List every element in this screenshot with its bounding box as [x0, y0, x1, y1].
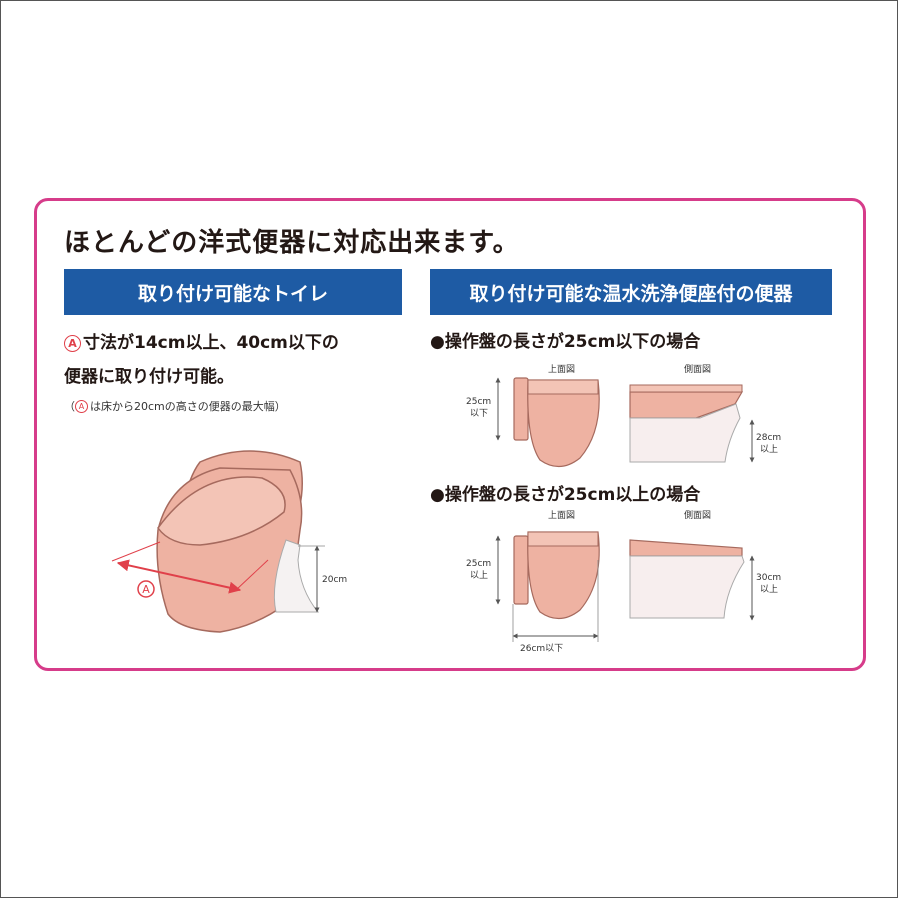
case1-len-sub: 以下 [470, 409, 488, 419]
case1-title: ●操作盤の長さが25cm以下の場合 [430, 332, 701, 352]
case2-height-sub: 以上 [760, 584, 778, 595]
case2-len-label: 25cm [466, 559, 491, 569]
case1-side-view: 側面図 28cm 以上 [629, 363, 781, 463]
height-label-20cm: 20cm [322, 575, 347, 585]
case1-top-view: 上面図 25cm 以下 [466, 364, 600, 468]
width-guide [111, 541, 161, 562]
marker-a-icon: A [64, 335, 81, 352]
case2-len-sub: 以上 [470, 570, 488, 581]
case2-title: ●操作盤の長さが25cm以上の場合 [430, 485, 701, 505]
toilet-lid [157, 476, 286, 546]
control-panel [513, 535, 529, 605]
width-guide [235, 559, 269, 591]
case2-top-view: 上面図 25cm 以上 26cm以下 [466, 510, 600, 654]
case1-height-label: 28cm [756, 433, 781, 443]
headline: ほとんどの洋式便器に対応出来ます。 [64, 228, 520, 258]
control-panel [513, 377, 529, 441]
case2-side-view-label: 側面図 [684, 509, 711, 521]
marker-a-circle [137, 580, 155, 598]
case1-len-label: 25cm [466, 397, 491, 407]
case1-side-view-label: 側面図 [684, 363, 711, 375]
case2-side-view: 側面図 30cm 以上 [629, 509, 781, 621]
banner-left: 取り付け可能なトイレ [64, 269, 402, 315]
seat-tank [527, 379, 599, 395]
left-note-text: は床から20cmの高さの便器の最大幅） [90, 400, 286, 413]
left-line1-text: 寸法が14cm以上、40cm以下の [83, 333, 339, 353]
seat-tank [527, 531, 599, 547]
side-seat [629, 539, 743, 557]
marker-a-label: A [142, 583, 150, 596]
toilet-illustration: A 20cm [111, 450, 347, 633]
case1-height-sub: 以上 [760, 444, 778, 455]
marker-a-small-icon: A [75, 400, 88, 413]
banner-right: 取り付け可能な温水洗浄便座付の便器 [430, 269, 832, 315]
case2-top-view-label: 上面図 [548, 510, 575, 521]
case1-top-view-label: 上面図 [548, 364, 575, 375]
case2-width-label: 26cm以下 [520, 644, 563, 654]
seat-top [527, 379, 600, 468]
side-lid [629, 384, 743, 393]
width-arrow-a [116, 559, 242, 594]
left-desc-line2: 便器に取り付け可能。 [64, 367, 234, 387]
side-body [629, 555, 745, 619]
case2-height-label: 30cm [756, 573, 781, 583]
left-note-open: （ [64, 400, 75, 413]
side-body [629, 403, 741, 463]
